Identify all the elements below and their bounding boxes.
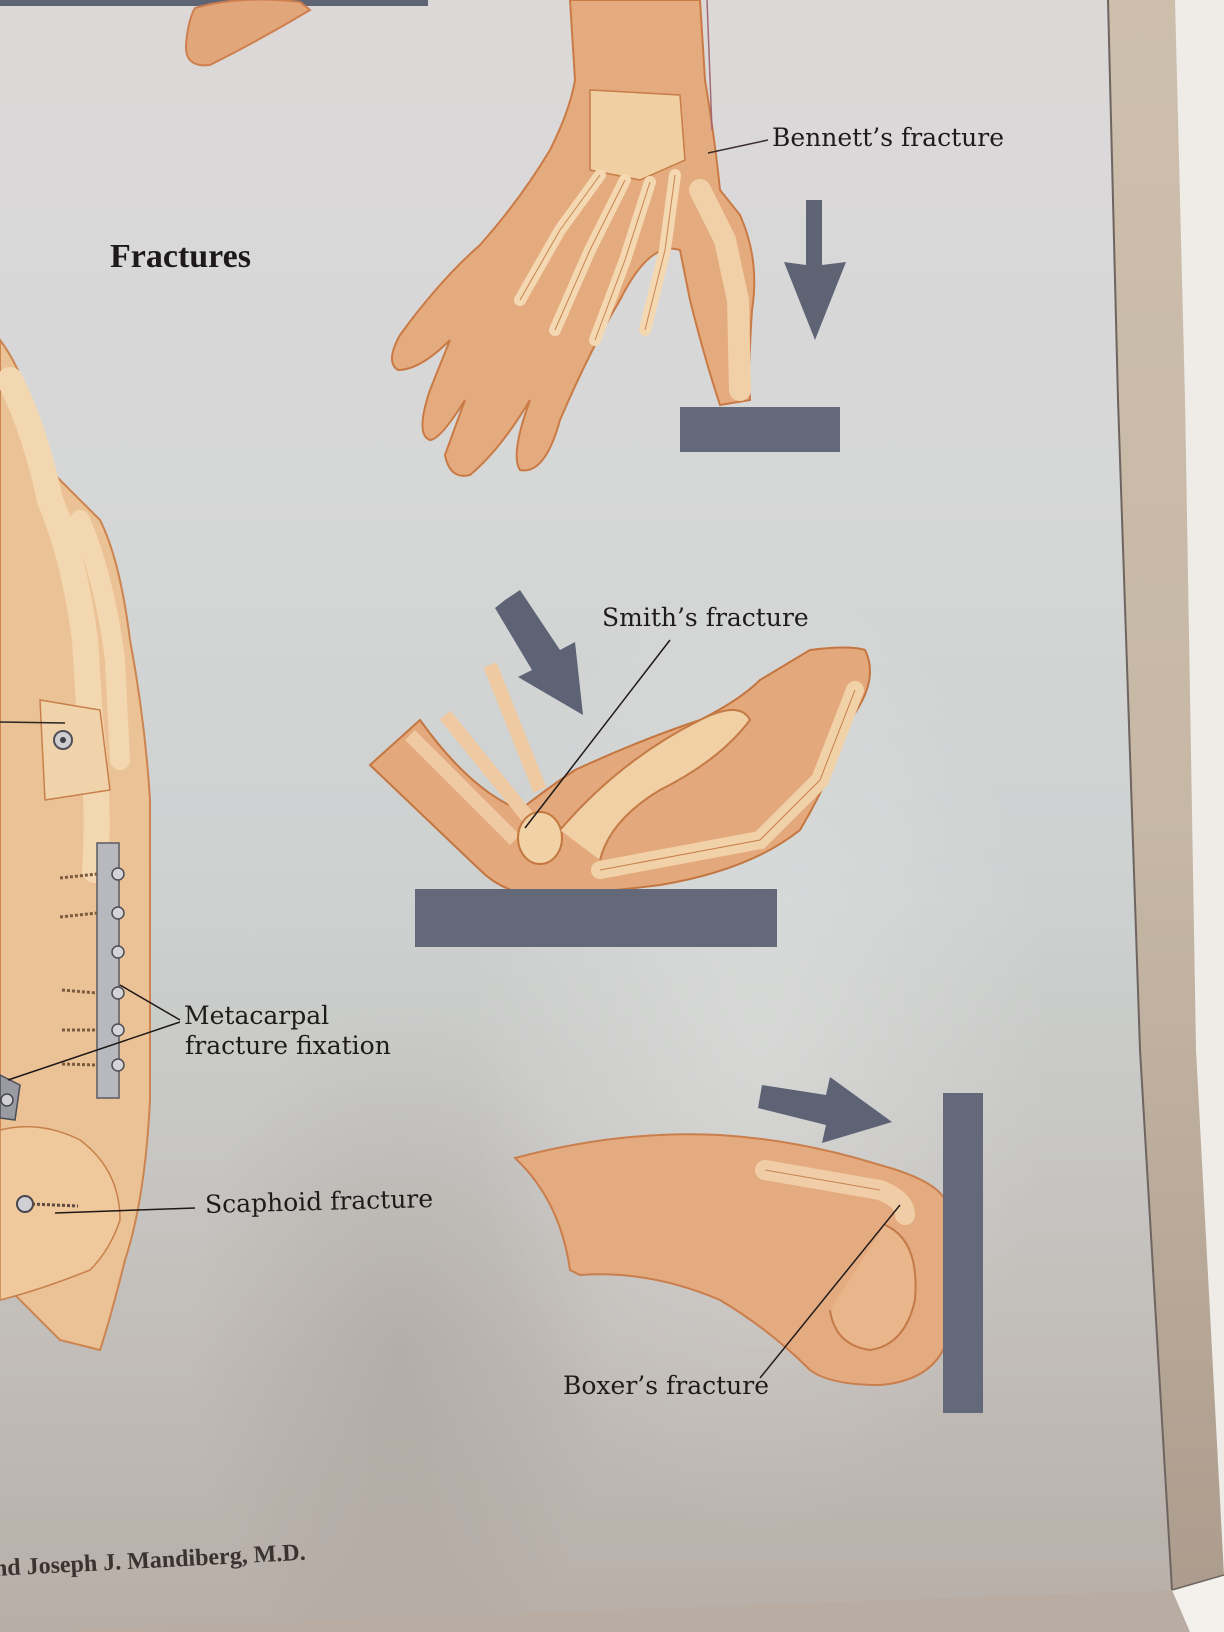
label-bennetts-fracture: Bennett’s fracture [772,123,1004,152]
label-metacarpal-line2: fracture fixation [185,1031,391,1060]
label-boxers-fracture: Boxer’s fracture [563,1371,769,1400]
boxer-hand-illustration [512,1077,983,1413]
label-metacarpal-line1: Metacarpal [184,1001,330,1030]
label-smiths-fracture: Smith’s fracture [602,603,809,632]
bennett-hand-illustration [391,0,846,477]
fixation-hand-skeleton [0,338,196,1352]
smith-hand-illustration [368,590,871,947]
top-left-bar-fragment [0,0,428,67]
label-scaphoid-fracture: Scaphoid fracture [204,1184,434,1219]
poster-title: Fractures [110,238,251,275]
